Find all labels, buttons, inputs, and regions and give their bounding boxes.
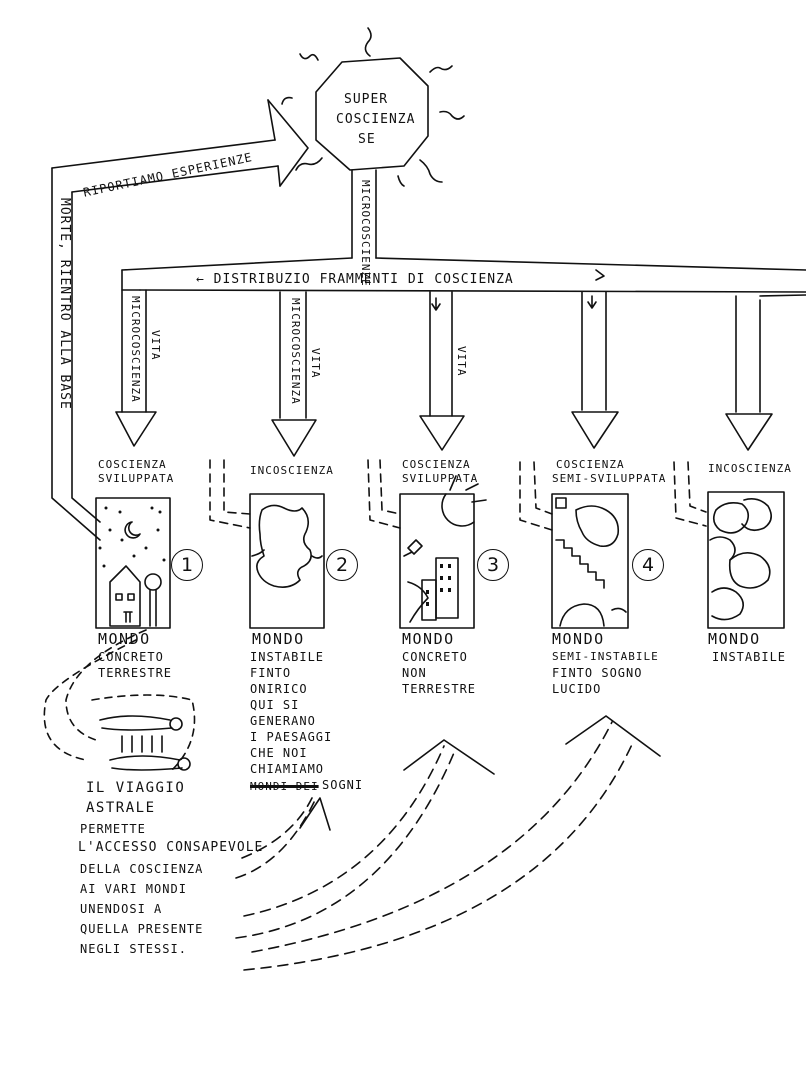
astral-line-3: PERMETTE bbox=[80, 822, 146, 836]
world1-desc-1: CONCRETO bbox=[98, 650, 164, 664]
dashed-lines bbox=[209, 459, 707, 531]
world5-frame bbox=[707, 491, 785, 629]
band-small-arrows bbox=[431, 269, 605, 311]
microcoscienze-stem bbox=[351, 169, 377, 259]
world3-title: MONDO bbox=[402, 630, 455, 648]
super-label: SUPER bbox=[344, 92, 389, 107]
vita1-label: VITA bbox=[149, 330, 162, 361]
coscienza-label: COSCIENZA bbox=[336, 112, 416, 127]
world4-number: 4 bbox=[632, 549, 664, 581]
astral-line-9: NEGLI STESSI. bbox=[80, 942, 187, 956]
astral-line-1: IL VIAGGIO bbox=[86, 780, 186, 796]
world1-header2: SVILUPPATA bbox=[98, 472, 175, 485]
world2-desc-2: FINTO bbox=[250, 666, 292, 680]
astral-arrowheads bbox=[299, 715, 661, 831]
astral-line-8: QUELLA PRESENTE bbox=[80, 922, 204, 936]
world3-desc-3: TERRESTRE bbox=[402, 682, 477, 696]
micro2-label: MICROCOSCIENZA bbox=[289, 298, 302, 405]
world1-title: MONDO bbox=[98, 630, 151, 648]
astral-dashed-oval bbox=[43, 629, 196, 771]
micro1-label: MICROCOSCIENZA bbox=[129, 296, 142, 403]
world2-title: MONDO bbox=[252, 630, 305, 648]
world1-header1: COSCIENZA bbox=[98, 458, 167, 471]
world2-frame bbox=[249, 493, 325, 629]
world2-desc-5: GENERANO bbox=[250, 714, 316, 728]
microcoscienze-top-label: MICROCOSCIENZE bbox=[359, 180, 372, 287]
astral-line-4: L'ACCESSO CONSAPEVOLE bbox=[78, 840, 264, 855]
world2-desc-7: CHE NOI bbox=[250, 746, 308, 760]
sun-rays-squiggles bbox=[281, 27, 465, 187]
world3-number: 3 bbox=[477, 549, 509, 581]
world3-frame bbox=[399, 475, 487, 629]
world5-title: MONDO bbox=[708, 630, 761, 648]
distribuzione-label: ← DISTRIBUZIO FRAMMENTI DI COSCIENZA bbox=[196, 272, 514, 287]
world2-header1: INCOSCIENZA bbox=[250, 464, 334, 477]
astral-dashed-arrows bbox=[235, 721, 635, 971]
world3-desc-2: NON bbox=[402, 666, 427, 680]
world2-desc-1: INSTABILE bbox=[250, 650, 325, 664]
world2-desc-8: CHIAMIAMO bbox=[250, 762, 325, 776]
world2-desc-3: ONIRICO bbox=[250, 682, 308, 696]
world1-frame bbox=[95, 497, 171, 629]
world2-desc-4: QUI SI bbox=[250, 698, 300, 712]
world1-stars bbox=[98, 506, 166, 568]
world1-desc-2: TERRESTRE bbox=[98, 666, 173, 680]
world2-desc-9: SOGNI bbox=[322, 778, 364, 792]
world1-number: 1 bbox=[171, 549, 203, 581]
world2-desc-6: I PAESAGGI bbox=[250, 730, 333, 744]
vita2-label: VITA bbox=[309, 348, 322, 379]
astral-line-7: UNENDOSI A bbox=[80, 902, 163, 916]
super-coscienza-octagon bbox=[315, 57, 429, 171]
world3-desc-1: CONCRETO bbox=[402, 650, 468, 664]
world4-frame bbox=[551, 493, 629, 629]
world3-windows bbox=[426, 564, 451, 606]
world4-desc-1: SEMI-INSTABILE bbox=[552, 650, 659, 663]
world4-header2: SEMI-SVILUPPATA bbox=[552, 472, 667, 485]
world4-desc-2: FINTO SOGNO bbox=[552, 666, 643, 680]
astral-body-figure bbox=[99, 715, 191, 771]
world2-number: 2 bbox=[326, 549, 358, 581]
world5-header1: INCOSCIENZA bbox=[708, 462, 792, 475]
astral-line-5: DELLA COSCIENZA bbox=[80, 862, 204, 876]
se-label: SE bbox=[358, 132, 376, 147]
world4-desc-3: LUCIDO bbox=[552, 682, 602, 696]
world4-title: MONDO bbox=[552, 630, 605, 648]
world2-struck-text: MONDI DEI bbox=[250, 780, 319, 793]
world3-header2: SVILUPPATA bbox=[402, 472, 479, 485]
astral-line-6: AI VARI MONDI bbox=[80, 882, 187, 896]
astral-line-2: ASTRALE bbox=[86, 800, 156, 816]
riportiamo-arrow bbox=[51, 99, 309, 541]
world4-header1: COSCIENZA bbox=[556, 458, 625, 471]
vita3-label: VITA bbox=[455, 346, 468, 377]
world5-desc-1: INSTABILE bbox=[712, 650, 787, 664]
world3-header1: COSCIENZA bbox=[402, 458, 471, 471]
morte-label: MORTE, RIENTRO ALLA BASE bbox=[57, 198, 72, 410]
down-arrows bbox=[115, 289, 773, 457]
